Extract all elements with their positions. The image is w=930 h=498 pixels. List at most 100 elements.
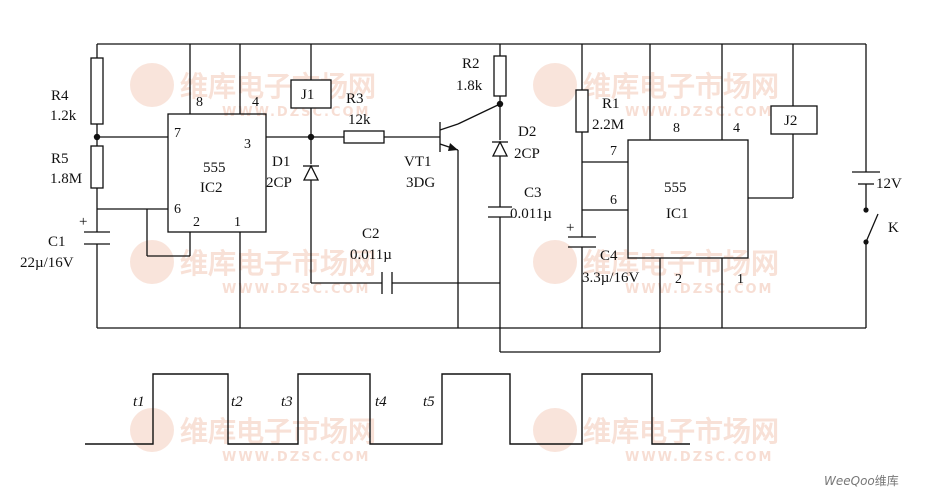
ic1-pin-4: 4 [733, 121, 740, 136]
battery-12v [852, 171, 880, 192]
watermark-url: WWW.DZSC.COM [625, 450, 773, 465]
watermark-brand: 维库电子市场网 [583, 70, 779, 103]
watermark-url: WWW.DZSC.COM [625, 282, 773, 297]
battery-value: 12V [876, 176, 902, 192]
c2-value: 0.011µ [350, 247, 392, 263]
c1-name: C1 [48, 234, 66, 250]
watermark-brand: 维库电子市场网 [180, 247, 376, 280]
ic1-pin-7: 7 [610, 144, 617, 159]
vt1-value: 3DG [406, 175, 435, 191]
junction-dot [496, 100, 504, 108]
d2-name: D2 [518, 124, 536, 140]
relay-j1 [290, 79, 332, 109]
junction-dot [93, 133, 101, 141]
resistor-r4 [90, 57, 104, 125]
footer-logo: WeeQoo维库 [824, 473, 899, 488]
capacitor-c2 [381, 272, 393, 294]
ic1-type: 555 [664, 180, 687, 196]
watermark-brand: 维库电子市场网 [583, 247, 779, 280]
vt1-name: VT1 [404, 154, 432, 170]
ic2-pin-6: 6 [174, 202, 181, 217]
c2-name: C2 [362, 226, 380, 242]
diode-d1 [302, 164, 320, 181]
junction-dot [307, 133, 315, 141]
ic1-pin-2: 2 [675, 272, 682, 287]
ic2-type: 555 [203, 160, 226, 176]
r5-name: R5 [51, 151, 69, 167]
r2-name: R2 [462, 56, 480, 72]
resistor-r3 [343, 130, 385, 144]
d1-name: D1 [272, 154, 290, 170]
watermark-logo-icon [533, 240, 577, 284]
resistor-r1 [575, 89, 589, 133]
waveform-label-t2: t2 [231, 394, 243, 410]
switch-name: K [888, 220, 899, 236]
watermark-brand: 维库电子市场网 [180, 415, 376, 448]
waveform-label-t4: t4 [375, 394, 387, 410]
ic1-pin-6: 6 [610, 193, 617, 208]
d2-value: 2CP [514, 146, 540, 162]
c4-value: 3.3µ/16V [582, 270, 640, 286]
watermark-url: WWW.DZSC.COM [625, 105, 773, 120]
r3-name: R3 [346, 91, 364, 107]
watermark-brand: 维库电子市场网 [180, 70, 376, 103]
ic2-pin-2: 2 [193, 215, 200, 230]
r1-name: R1 [602, 96, 620, 112]
watermark-logo-icon [130, 240, 174, 284]
ic1-pin-8: 8 [673, 121, 680, 136]
j1-name: J1 [301, 87, 314, 103]
waveform-label-t5: t5 [423, 394, 435, 410]
watermark-url: WWW.DZSC.COM [222, 105, 370, 120]
ic1-name: IC1 [666, 206, 689, 222]
waveform-trace [85, 373, 690, 445]
watermark-logo-icon [130, 63, 174, 107]
transistor-vt1 [439, 122, 459, 152]
c3-name: C3 [524, 185, 542, 201]
waveform: t1 t2 t3 t4 t5 [85, 373, 690, 445]
c1-value: 22µ/16V [20, 255, 74, 271]
ic2-pin-4: 4 [252, 95, 259, 110]
watermark-url: WWW.DZSC.COM [222, 282, 370, 297]
capacitor-c1 [84, 231, 110, 245]
footer-logo-cn: 维库 [875, 473, 899, 488]
switch-k [863, 207, 879, 245]
waveform-label-t1: t1 [133, 394, 145, 410]
resistor-r5 [90, 145, 104, 189]
ic1-chip [627, 139, 749, 259]
resistor-r2 [493, 55, 507, 97]
watermark-logo-icon [130, 408, 174, 452]
watermark-logo-icon [533, 63, 577, 107]
r4-name: R4 [51, 88, 69, 104]
r1-value: 2.2M [592, 117, 624, 133]
diode-d2 [491, 140, 509, 157]
footer-logo-text: WeeQoo [824, 474, 875, 488]
capacitor-c4 [568, 236, 596, 248]
ic2-pin-8: 8 [196, 95, 203, 110]
c4-name: C4 [600, 248, 618, 264]
c1-polarity: + [79, 214, 87, 230]
c3-value: 0.011µ [510, 206, 552, 222]
c4-polarity: + [566, 220, 574, 236]
ic1-pin-1: 1 [737, 272, 744, 287]
ic2-pin-1: 1 [234, 215, 241, 230]
ic2-name: IC2 [200, 180, 223, 196]
watermark-url: WWW.DZSC.COM [222, 450, 370, 465]
r2-value: 1.8k [456, 78, 483, 94]
waveform-label-t3: t3 [281, 394, 293, 410]
watermark-logo-icon [533, 408, 577, 452]
ic2-chip [167, 113, 267, 233]
junctions [93, 100, 504, 141]
ic2-pin-7: 7 [174, 126, 181, 141]
capacitor-c3 [488, 206, 512, 218]
j2-name: J2 [784, 113, 797, 129]
r5-value: 1.8M [50, 171, 82, 187]
d1-value: 2CP [266, 175, 292, 191]
relay-j2 [770, 105, 818, 135]
wires [96, 43, 867, 353]
watermark-brand: 维库电子市场网 [583, 415, 779, 448]
watermarks: 维库电子市场网 WWW.DZSC.COM 维库电子市场网 WWW.DZSC.CO… [130, 63, 779, 465]
ic2-pin-3: 3 [244, 137, 251, 152]
r4-value: 1.2k [50, 108, 77, 124]
r3-value: 12k [348, 112, 371, 128]
